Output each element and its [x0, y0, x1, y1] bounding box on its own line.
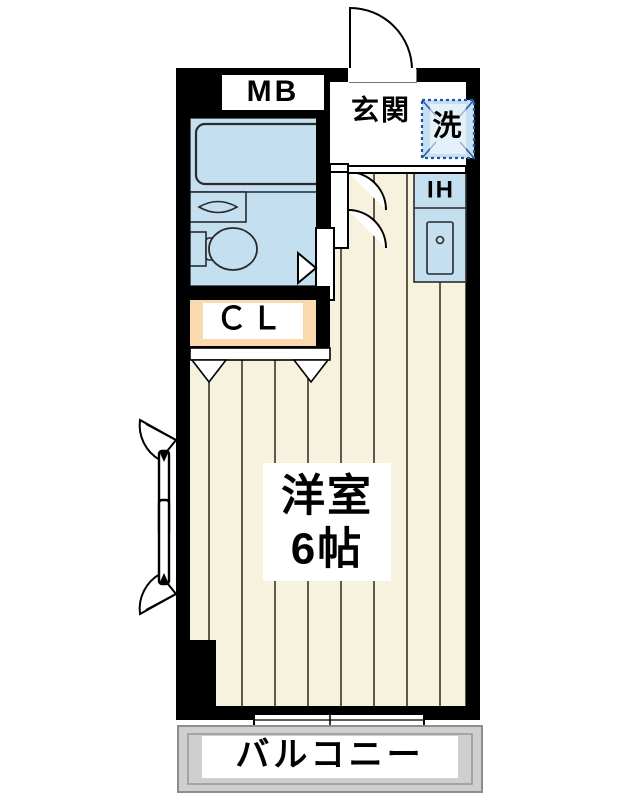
hall-inner-doors[interactable] [329, 163, 387, 249]
washer-label: 洗 [432, 110, 461, 143]
kitchen-counter-strip [347, 165, 467, 174]
washing-machine-space: 洗 [420, 98, 476, 160]
bathtub-icon [194, 122, 326, 186]
ih-stove-body [426, 221, 454, 275]
room-label-line1: 洋室 [281, 471, 373, 521]
hall-room-wall-stubs [316, 160, 330, 302]
balcony-label-bg [202, 736, 458, 778]
ih-label: IH [427, 176, 455, 203]
balcony-sliding-door[interactable] [253, 713, 425, 738]
toilet-bowl-icon [208, 227, 258, 271]
casement-window-lower[interactable] [138, 498, 190, 616]
room-label-line2: 6帖 [291, 525, 363, 574]
sink-basin-icon [197, 200, 239, 214]
main-room-label: 洋室 6帖 [263, 463, 391, 581]
kitchen-ih-unit: IH [413, 170, 467, 283]
mb-label: MB [247, 75, 300, 108]
balcony-label: バルコニー [235, 736, 424, 774]
toilet-tank-icon [189, 231, 207, 267]
cl-label-bg [203, 303, 303, 339]
bathroom-wet-area [189, 117, 331, 287]
bath-door-direction-triangle [297, 250, 318, 286]
meter-box-area: MB [176, 68, 330, 110]
closet-folding-door-right [292, 359, 330, 384]
ih-stove-knob [435, 235, 445, 245]
window-frame-bar-lower [157, 498, 171, 586]
closet-door-track [189, 347, 331, 361]
entrance-door-swing-arc [349, 6, 413, 71]
genkan-label: 玄関 [351, 93, 411, 125]
entrance-door[interactable] [348, 6, 417, 83]
closet-folding-door-left [190, 359, 228, 384]
mb-label-bg [222, 75, 324, 110]
cl-label: ＣＬ [216, 301, 286, 336]
room-label-bg [263, 463, 391, 581]
closet-area: ＣＬ [176, 300, 331, 384]
hall-door-arc-lower [347, 209, 387, 249]
balcony-area: バルコニー [177, 725, 483, 793]
